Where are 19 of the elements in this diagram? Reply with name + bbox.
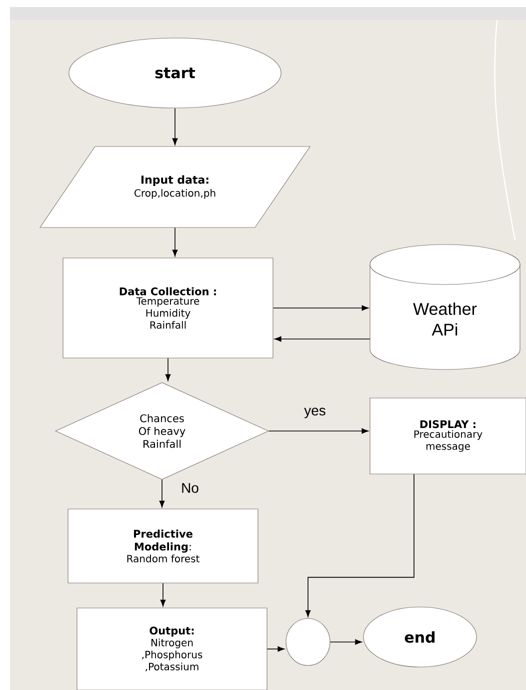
edge-label: yes: [303, 406, 327, 420]
arrow: [305, 474, 414, 617]
arrow: [274, 336, 370, 342]
arrow: [159, 479, 165, 508]
arrow: [160, 582, 166, 606]
process-box: Predictive Modeling: Random forest: [68, 508, 258, 584]
arrow: [165, 358, 171, 381]
arrow: [330, 639, 362, 645]
output-box: Output: Nitrogen ,Phosphorus ,Potassium: [76, 608, 268, 690]
arrow: [266, 646, 284, 652]
arrow: [172, 227, 178, 256]
database-cylinder: Weather APi: [370, 244, 520, 370]
process-box: Data Collection : Temperature Humidity Rainfall: [62, 258, 274, 358]
arrow: [268, 428, 368, 434]
connector-circle: [286, 618, 330, 666]
arrow: [272, 305, 369, 311]
edge-label: No: [180, 482, 200, 494]
process-box: DISPLAY : Precautionary message: [370, 398, 526, 474]
arrow: [172, 108, 178, 146]
